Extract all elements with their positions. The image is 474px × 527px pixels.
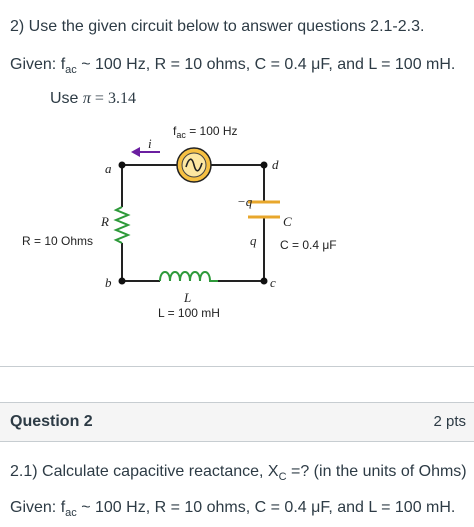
question-2-header: Question 2 2 pts bbox=[0, 402, 474, 442]
q2-text-prefix: 2.1) Calculate capacitive reactance, X bbox=[10, 463, 279, 480]
charge-positive-label: q bbox=[250, 233, 257, 248]
charge-negative-label: −q bbox=[237, 194, 253, 209]
q2-text-subscript: C bbox=[278, 471, 287, 483]
capacitor-symbol: C bbox=[283, 214, 292, 229]
node-d-dot bbox=[260, 161, 268, 169]
capacitor bbox=[248, 200, 280, 219]
question-2-title: Question 2 bbox=[10, 413, 93, 430]
inductor-value: L = 100 mH bbox=[158, 306, 220, 320]
q2-text-rest: =? (in the units of Ohms) bbox=[286, 463, 467, 480]
resistor bbox=[113, 206, 131, 244]
pi-prefix: Use bbox=[50, 90, 83, 107]
pi-value-line: Use π = 3.14 bbox=[50, 90, 136, 108]
pi-equals: = bbox=[90, 90, 108, 107]
inductor-symbol: L bbox=[183, 290, 191, 305]
source-label: fac = 100 Hz bbox=[173, 124, 238, 140]
question-1-given: Given: fac ~ 100 Hz, R = 10 ohms, C = 0.… bbox=[10, 56, 456, 76]
node-b-dot bbox=[118, 277, 126, 285]
question-2-text: 2.1) Calculate capacitive reactance, XC … bbox=[10, 463, 467, 483]
capacitor-value: C = 0.4 μF bbox=[280, 238, 337, 252]
rlc-circuit-diagram: fac = 100 Hz i a d b c R R = 10 Ohms −q … bbox=[22, 124, 337, 320]
current-label: i bbox=[148, 136, 152, 151]
circuit-nodes bbox=[118, 161, 268, 285]
pi-symbol: π bbox=[82, 90, 91, 107]
ac-source bbox=[176, 147, 212, 183]
node-c-dot bbox=[260, 277, 268, 285]
resistor-value: R = 10 Ohms bbox=[22, 234, 93, 248]
node-d-label: d bbox=[272, 157, 279, 172]
pi-number: 3.14 bbox=[107, 90, 136, 107]
q2-given-subscript: ac bbox=[65, 507, 77, 519]
node-b-label: b bbox=[105, 275, 112, 290]
q2-given-rest: ~ 100 Hz, R = 10 ohms, C = 0.4 μF, and L… bbox=[76, 499, 456, 516]
circuit-wires bbox=[121, 164, 265, 282]
given-subscript: ac bbox=[65, 64, 77, 76]
given-rest: ~ 100 Hz, R = 10 ohms, C = 0.4 μF, and L… bbox=[76, 56, 456, 73]
question-2-given: Given: fac ~ 100 Hz, R = 10 ohms, C = 0.… bbox=[10, 499, 456, 519]
current-arrow bbox=[131, 147, 160, 157]
given-prefix: Given: f bbox=[10, 56, 66, 73]
resistor-symbol: R bbox=[100, 214, 109, 229]
node-a-dot bbox=[118, 161, 126, 169]
node-a-label: a bbox=[105, 161, 112, 176]
node-c-label: c bbox=[270, 275, 276, 290]
question-2-points: 2 pts bbox=[433, 413, 466, 430]
question-1-title: 2) Use the given circuit below to answer… bbox=[10, 18, 425, 35]
q2-given-prefix: Given: f bbox=[10, 499, 66, 516]
inductor bbox=[159, 271, 218, 282]
section-divider bbox=[0, 366, 474, 367]
